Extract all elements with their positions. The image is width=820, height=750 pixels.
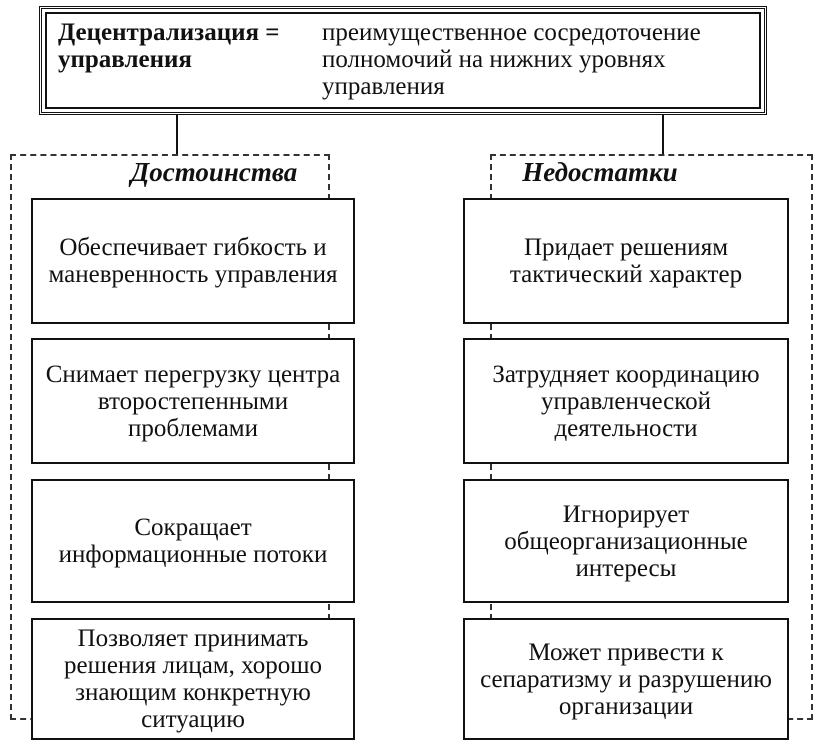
disadvantage-item: Игнорирует общеорганизационные интересы: [463, 479, 789, 603]
term-label: Децентрализация = управления: [58, 19, 280, 73]
disadvantage-text: Придает решениям тактический характер: [509, 234, 743, 288]
definition-box: Децентрализация = управления преимуществ…: [39, 6, 767, 115]
disadvantages-title: Недостатки: [500, 157, 700, 187]
connector-right: [662, 115, 664, 155]
disadvantage-item: Затрудняет координацию управленческой де…: [463, 338, 789, 464]
disadvantage-item: Может привести к сепаратизму и разрушени…: [463, 618, 789, 740]
advantage-text: Обеспечивает гибкость и маневренность уп…: [48, 234, 338, 288]
advantage-item: Обеспечивает гибкость и маневренность уп…: [31, 198, 355, 324]
advantage-item: Снимает перегрузку центра второстепенным…: [31, 338, 355, 464]
advantages-title: Достоинства: [114, 157, 314, 187]
disadvantage-text: Может привести к сепаратизму и разрушени…: [480, 638, 772, 720]
definition-text: преимущественное сосредоточение полномоч…: [322, 19, 701, 100]
connector-left: [176, 115, 178, 155]
advantage-text: Сокращает информационные потоки: [58, 514, 328, 568]
disadvantage-text: Затрудняет координацию управленческой де…: [492, 360, 760, 442]
definition-box-inner-frame: [45, 12, 761, 109]
disadvantage-item: Придает решениям тактический характер: [463, 198, 789, 324]
advantage-item: Сокращает информационные потоки: [31, 479, 355, 603]
advantage-text: Снимает перегрузку центра второстепенным…: [45, 360, 341, 442]
advantage-text: Позволяет принимать решения лицам, хорош…: [64, 625, 322, 733]
disadvantage-text: Игнорирует общеорганизационные интересы: [504, 500, 748, 582]
advantage-item: Позволяет принимать решения лицам, хорош…: [31, 618, 355, 740]
